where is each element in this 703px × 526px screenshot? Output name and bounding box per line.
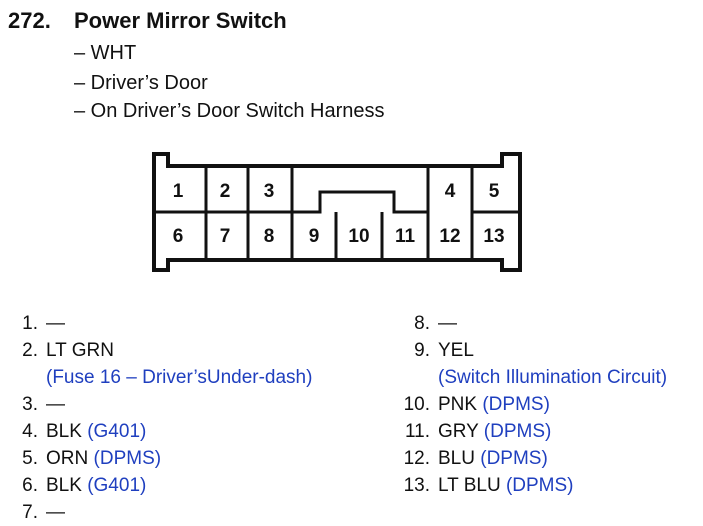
pin-label: 12: [439, 226, 460, 247]
pin-list-left: 1. — 2. LT GRN (Fuse 16 – Driver’sUnder-das…: [0, 310, 312, 526]
pin-label: 11: [395, 226, 416, 247]
pin-number: 11.: [404, 421, 430, 442]
pin-entry: 6. BLK (G401): [0, 472, 312, 499]
circuit-note: (DPMS): [93, 448, 162, 469]
pin-label: 8: [264, 226, 275, 247]
bottom-row-dividers: [204, 212, 474, 260]
circuit-note: (DPMS): [482, 394, 550, 415]
connector-name: Power Mirror Switch: [74, 8, 287, 33]
pin-entry: 2. LT GRN (Fuse 16 – Driver’sUnder-dash): [0, 337, 312, 391]
pin-label: 5: [489, 181, 500, 202]
wire-color: LT BLU: [438, 475, 501, 496]
top-row-cavities-right: [426, 166, 520, 214]
pin-number: 4.: [22, 421, 38, 442]
circuit-note: (G401): [87, 421, 147, 442]
pin-entry: 10. PNK (DPMS): [400, 391, 667, 418]
pin-number: 9.: [414, 340, 430, 361]
connector-key: [292, 190, 428, 214]
circuit-note: (DPMS): [480, 448, 548, 469]
wire-color: BLU: [438, 448, 475, 469]
connector-number: 272.: [8, 8, 51, 33]
wire-color: —: [438, 313, 457, 334]
wire-color: YEL: [438, 340, 474, 361]
pin-entry: 8. —: [400, 310, 667, 337]
pin-entry: 12. BLU (DPMS): [400, 445, 667, 472]
circuit-note: (G401): [87, 475, 147, 496]
pin-number: 1.: [22, 313, 38, 334]
pin-label: 4: [445, 181, 456, 202]
pin-number: 3.: [22, 394, 38, 415]
pin-entry: 3. —: [0, 391, 312, 418]
pin-number: 6.: [22, 475, 38, 496]
pin-number: 10.: [403, 394, 430, 415]
circuit-note: (Switch Illumination Circuit): [438, 367, 668, 388]
pin-entry: 7. —: [0, 499, 312, 526]
pin-label: 3: [264, 181, 275, 202]
pin-label: 2: [220, 181, 231, 202]
wire-color: —: [46, 502, 65, 523]
pin-number: 7.: [22, 502, 38, 523]
connector-harness: – On Driver’s Door Switch Harness: [74, 100, 385, 122]
wire-color: BLK: [46, 421, 82, 442]
circuit-note: (Fuse 16 – Driver’sUnder-dash): [46, 367, 313, 388]
pin-label: 9: [309, 226, 320, 247]
pin-label: 6: [173, 226, 184, 247]
wire-color: —: [46, 394, 65, 415]
wire-color: —: [46, 313, 65, 334]
connector-color: – WHT: [74, 42, 137, 64]
pin-label: 10: [348, 226, 369, 247]
pin-number: 13.: [403, 475, 430, 496]
pin-label: 13: [483, 226, 504, 247]
pin-entry: 9. YEL (Switch Illumination Circuit): [400, 337, 667, 391]
page-title: 272. Power Mirror Switch: [8, 8, 287, 34]
circuit-note: (DPMS): [483, 421, 552, 442]
pin-number: 5.: [22, 448, 38, 469]
pin-number: 8.: [414, 313, 430, 334]
connector-diagram: 1 2 3 4 5 6 7 8 9 10 11 12 13: [152, 152, 522, 272]
pin-label: 1: [173, 181, 184, 202]
wire-color: BLK: [46, 475, 82, 496]
pin-number: 2.: [22, 340, 38, 361]
wire-color: PNK: [438, 394, 478, 415]
wire-color: ORN: [46, 448, 89, 469]
connector-location: – Driver’s Door: [74, 72, 208, 94]
circuit-note: (DPMS): [505, 475, 574, 496]
pin-entry: 11. GRY (DPMS): [400, 418, 667, 445]
pin-label: 7: [220, 226, 231, 247]
pin-number: 12.: [403, 448, 430, 469]
wire-color: LT GRN: [46, 340, 114, 361]
wire-color: GRY: [438, 421, 479, 442]
pin-list-right: 8. — 9. YEL (Switch Illumination Circuit) 1…: [400, 310, 668, 499]
pin-entry: 13. LT BLU (DPMS): [400, 472, 667, 499]
pin-entry: 1. —: [0, 310, 312, 337]
connector-housing: [152, 152, 522, 272]
pin-entry: 4. BLK (G401): [0, 418, 312, 445]
pin-entry: 5. ORN (DPMS): [0, 445, 312, 472]
